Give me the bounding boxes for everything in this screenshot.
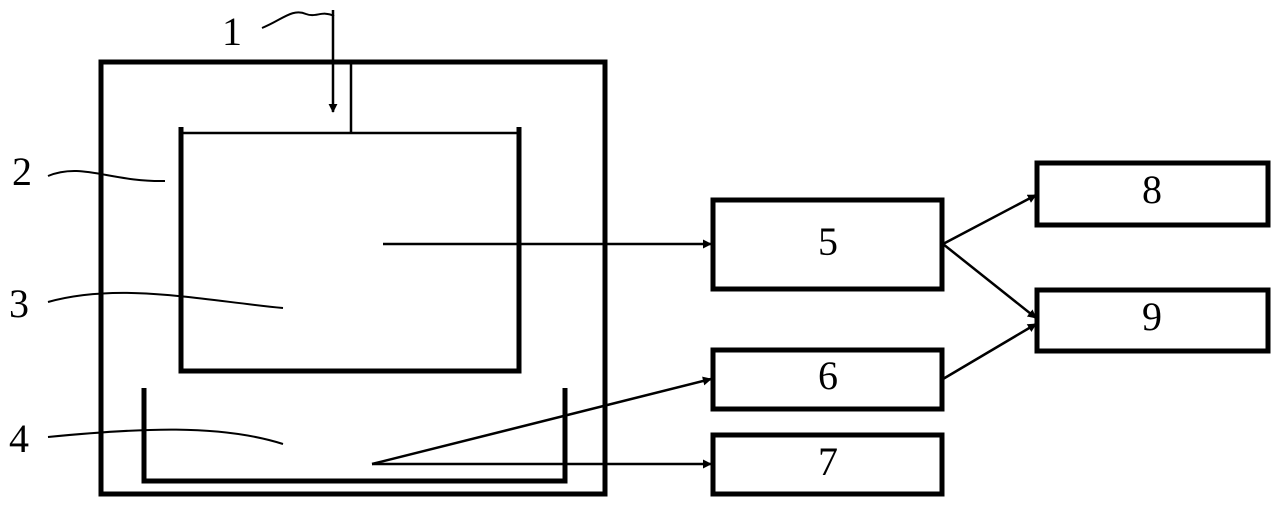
label-9: 9 <box>1142 294 1162 339</box>
inner-chamber <box>178 127 522 374</box>
label-7: 7 <box>818 439 838 484</box>
bottom-tray <box>141 388 568 484</box>
unit-9-box <box>1034 287 1271 354</box>
unit-6-box <box>710 347 945 412</box>
label-6: 6 <box>818 353 838 398</box>
label-4: 4 <box>9 416 29 461</box>
leader-line-4 <box>47 428 284 445</box>
arrow-5-to-8 <box>942 193 1037 246</box>
arrow-5-to-9 <box>942 243 1037 319</box>
leader-line-1 <box>261 11 335 29</box>
label-3: 3 <box>9 281 29 326</box>
label-8: 8 <box>1142 167 1162 212</box>
arrow-tray-to-6 <box>371 376 712 466</box>
label-1: 1 <box>222 9 242 54</box>
leader-line-2 <box>47 170 166 183</box>
unit-7-box <box>710 432 945 497</box>
label-2: 2 <box>12 149 32 194</box>
leader-line-3 <box>47 291 284 309</box>
arrow-6-to-9 <box>942 322 1037 381</box>
unit-8-box <box>1034 160 1271 228</box>
unit-5-box <box>710 197 945 292</box>
label-5: 5 <box>818 219 838 264</box>
